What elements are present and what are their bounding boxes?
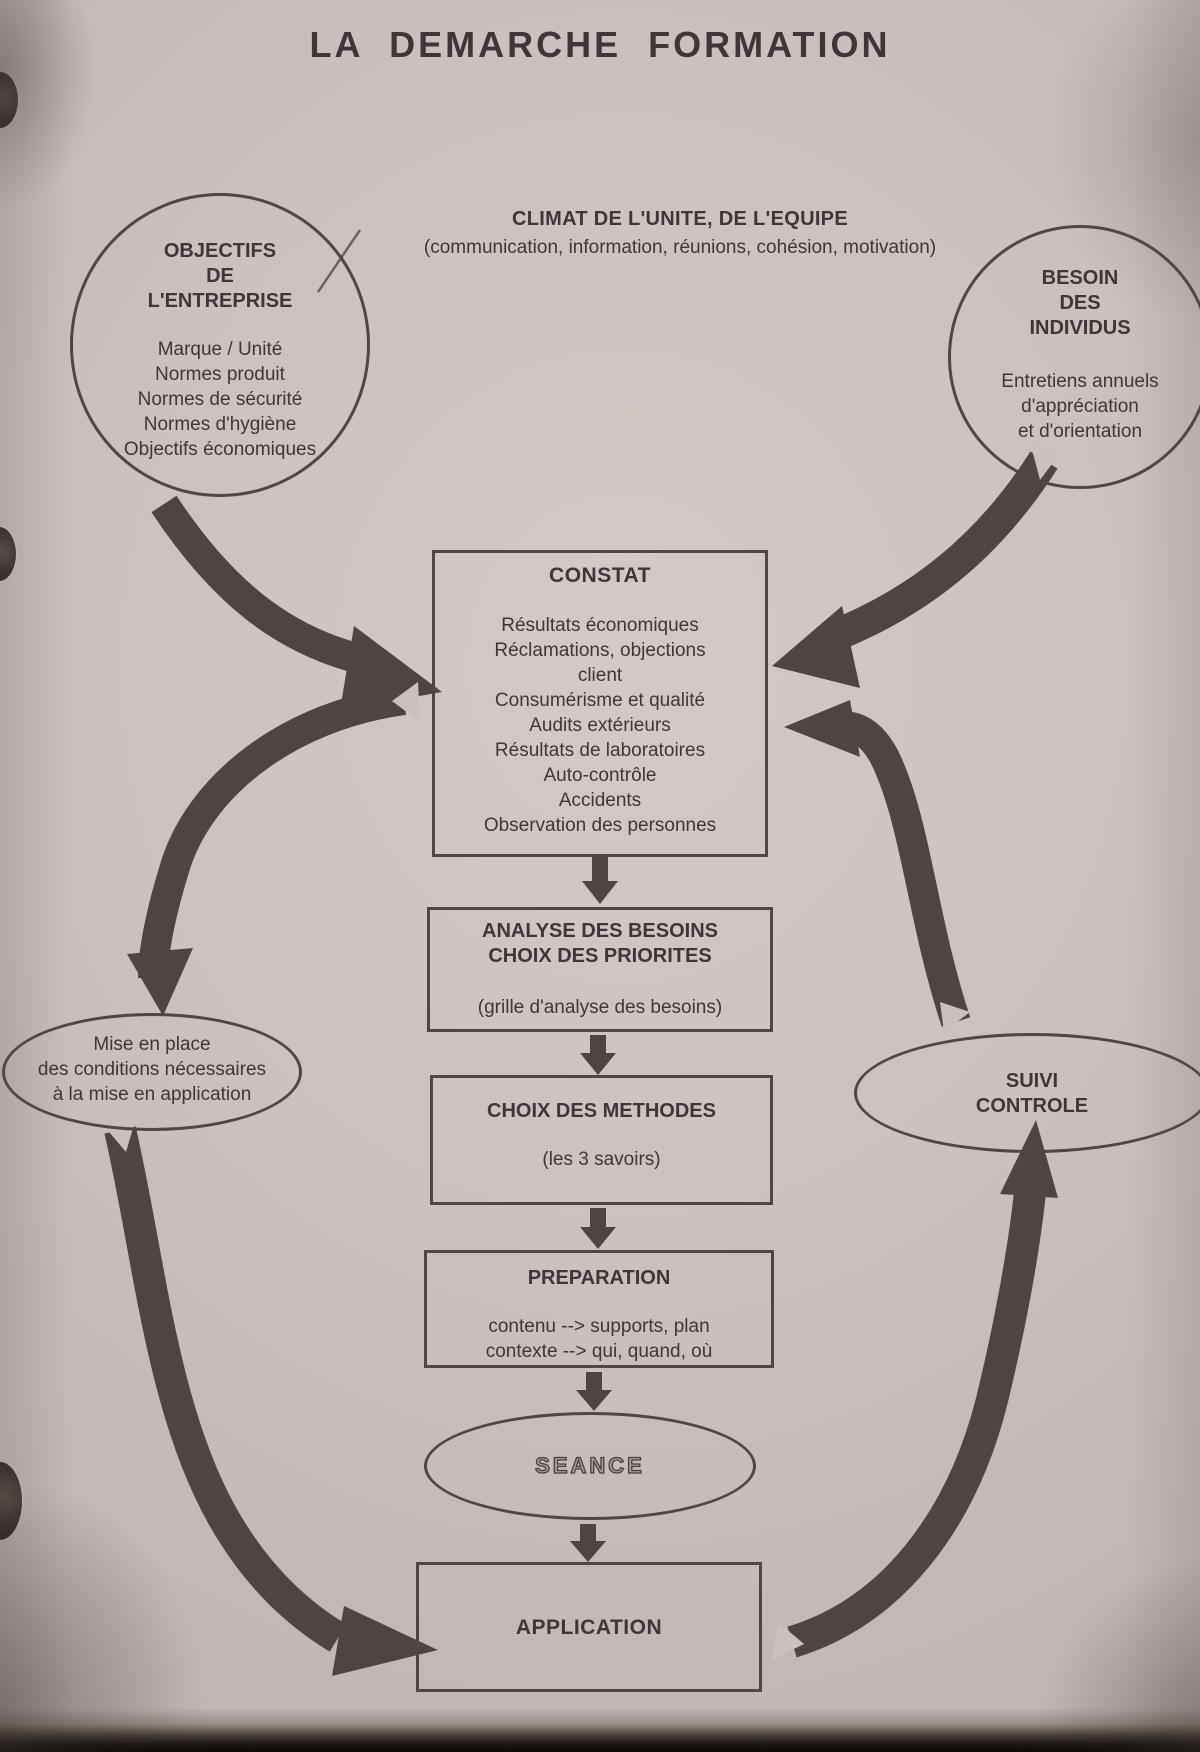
preparation-line: contexte --> qui, quand, où [485, 1341, 713, 1362]
mise-line: à la mise en application [52, 1084, 252, 1105]
node-analyse-besoins: ANALYSE DES BESOINS CHOIX DES PRIORITES … [427, 907, 773, 1032]
arrow-preparation-to-seance [576, 1372, 612, 1411]
besoin-item: d'appréciation [1021, 396, 1139, 417]
mise-line: des conditions nécessaires [37, 1059, 267, 1080]
seance-label: SEANCE [535, 1452, 645, 1478]
hole-punch [0, 72, 18, 128]
methodes-heading: CHOIX DES METHODES [487, 1100, 716, 1122]
node-constat: CONSTAT Résultats économiques Réclamatio… [432, 550, 768, 857]
suivi-line: SUIVI [1005, 1070, 1059, 1092]
objectifs-heading-line: OBJECTIFS [163, 240, 277, 262]
arrow-seance-to-application [570, 1524, 606, 1562]
objectifs-item: Normes produit [155, 364, 285, 385]
constat-item: Réclamations, objections [494, 640, 706, 661]
constat-item: Résultats économiques [501, 615, 699, 636]
arrow-analyse-to-methodes [580, 1035, 616, 1075]
arrow-besoin-to-constat [827, 451, 1058, 651]
objectifs-item: Normes de sécurité [137, 389, 303, 410]
constat-item: client [577, 665, 623, 686]
node-besoin-individus: BESOIN DES INDIVIDUS Entretiens annuels … [948, 225, 1200, 489]
besoin-item: et d'orientation [1017, 421, 1143, 442]
node-preparation: PREPARATION contenu --> supports, plan c… [424, 1250, 774, 1368]
besoin-heading-line: DES [1059, 292, 1101, 314]
arrowhead-objectifs-to-constat [340, 626, 442, 710]
arrow-methodes-to-preparation [580, 1208, 616, 1249]
arrow-suivi-to-constat [837, 711, 971, 1027]
constat-heading: CONSTAT [549, 564, 651, 587]
analyse-note: (grille d'analyse des besoins) [477, 997, 723, 1018]
arrowhead-mise-to-application [332, 1606, 438, 1676]
node-choix-methodes: CHOIX DES METHODES (les 3 savoirs) [430, 1075, 773, 1205]
arrow-constat-to-analyse [582, 857, 618, 904]
methodes-note: (les 3 savoirs) [542, 1149, 661, 1170]
tail-notch [772, 1622, 804, 1660]
suivi-line: CONTROLE [975, 1095, 1089, 1117]
arrowhead-constat-to-mise [127, 948, 193, 1016]
analyse-heading-line: CHOIX DES PRIORITES [488, 945, 712, 967]
objectifs-item: Objectifs économiques [123, 439, 317, 460]
climat-heading: CLIMAT DE L'UNITE, DE L'EQUIPE [512, 208, 848, 230]
climat-caption: CLIMAT DE L'UNITE, DE L'EQUIPE (communic… [370, 208, 990, 259]
besoin-heading-line: INDIVIDUS [1029, 317, 1131, 339]
preparation-heading: PREPARATION [527, 1267, 671, 1289]
node-seance: SEANCE [424, 1412, 756, 1520]
objectifs-item: Marque / Unité [157, 339, 283, 360]
analyse-heading-line: ANALYSE DES BESOINS [482, 920, 718, 942]
objectifs-heading-line: L'ENTREPRISE [147, 290, 293, 312]
tail-notch [392, 682, 420, 722]
node-application: APPLICATION [416, 1562, 762, 1692]
constat-item: Accidents [558, 790, 642, 811]
arrowhead-besoin-to-constat [772, 606, 860, 688]
tail-notch [940, 1002, 970, 1032]
climat-subtext: (communication, information, réunions, c… [423, 237, 937, 258]
application-label: APPLICATION [515, 1615, 663, 1639]
hole-punch [0, 527, 16, 581]
objectifs-item: Normes d'hygiène [143, 414, 297, 435]
preparation-line: contenu --> supports, plan [488, 1316, 710, 1337]
constat-item: Auto-contrôle [543, 765, 657, 786]
arrowhead-application-to-suivi [1000, 1120, 1058, 1198]
besoin-heading-line: BESOIN [1041, 267, 1119, 289]
arrow-objectifs-to-constat [151, 495, 361, 673]
node-mise-en-place: Mise en place des conditions nécessaires… [2, 1013, 302, 1131]
besoin-item: Entretiens annuels [1001, 371, 1159, 392]
scan-bottom-shadow [0, 1708, 1200, 1752]
mise-line: Mise en place [93, 1034, 211, 1055]
page-title: LA DEMARCHE FORMATION [309, 24, 891, 65]
arrow-mise-to-application [104, 1126, 347, 1652]
arrowhead-suivi-to-constat [784, 700, 860, 757]
constat-item: Résultats de laboratoires [494, 740, 706, 761]
arrow-application-to-suivi [787, 1190, 1046, 1658]
arrow-constat-to-mise [138, 685, 407, 979]
constat-item: Audits extérieurs [529, 715, 671, 736]
node-objectifs-entreprise: OBJECTIFS DE L'ENTREPRISE Marque / Unité… [70, 193, 370, 497]
objectifs-heading-line: DE [206, 265, 234, 287]
constat-item: Observation des personnes [483, 815, 717, 836]
hole-punch [0, 1462, 22, 1540]
node-suivi-controle: SUIVI CONTROLE [854, 1033, 1200, 1153]
constat-item: Consumérisme et qualité [494, 690, 706, 711]
